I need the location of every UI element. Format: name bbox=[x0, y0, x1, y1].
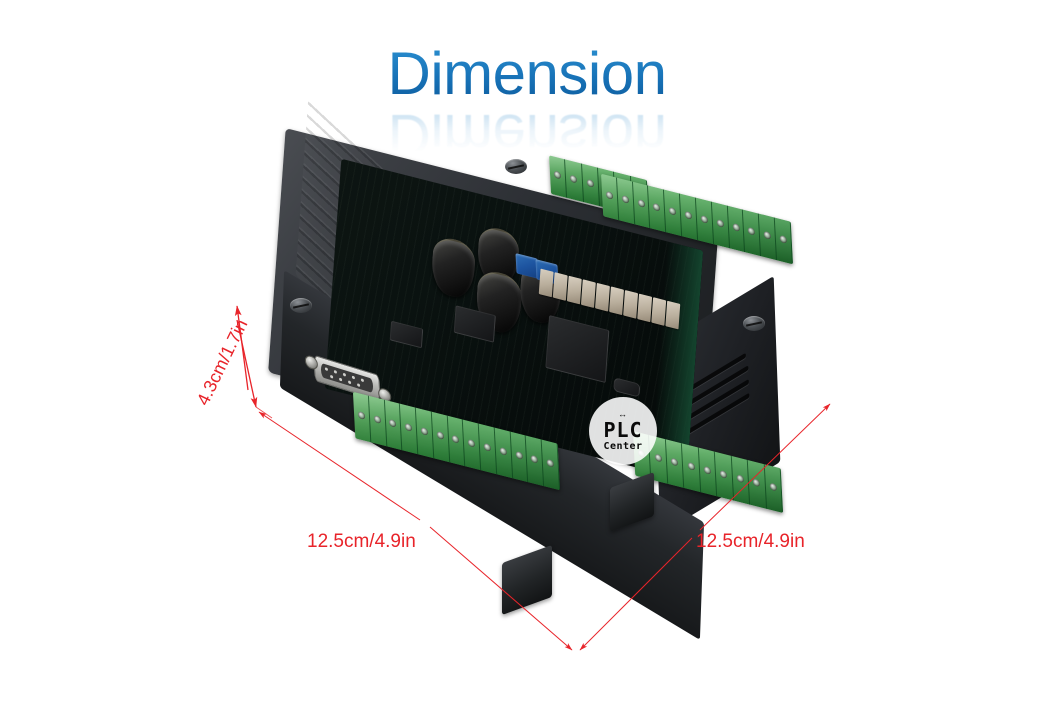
relay bbox=[651, 297, 667, 326]
relay bbox=[637, 293, 653, 323]
relay bbox=[552, 272, 568, 301]
mounting-screw bbox=[743, 316, 765, 331]
mounting-screw bbox=[290, 298, 312, 313]
relay bbox=[566, 275, 582, 305]
mounting-screw bbox=[505, 159, 527, 174]
dimension-label-width-left: 12.5cm/4.9in bbox=[307, 531, 416, 552]
plc-controller bbox=[262, 99, 793, 640]
dimension-label-width-right: 12.5cm/4.9in bbox=[696, 531, 805, 552]
relay bbox=[580, 279, 596, 309]
din-rail-foot bbox=[502, 544, 552, 616]
relay bbox=[538, 268, 554, 298]
watermark-subtitle: Center bbox=[603, 441, 643, 452]
relay bbox=[623, 289, 639, 319]
relay bbox=[665, 300, 681, 330]
relay bbox=[595, 282, 610, 312]
ruler-icon: ↔ bbox=[618, 409, 628, 419]
plc-center-watermark: ↔ PLC Center bbox=[589, 397, 657, 465]
watermark-title: PLC bbox=[603, 418, 643, 442]
relay bbox=[609, 286, 624, 316]
